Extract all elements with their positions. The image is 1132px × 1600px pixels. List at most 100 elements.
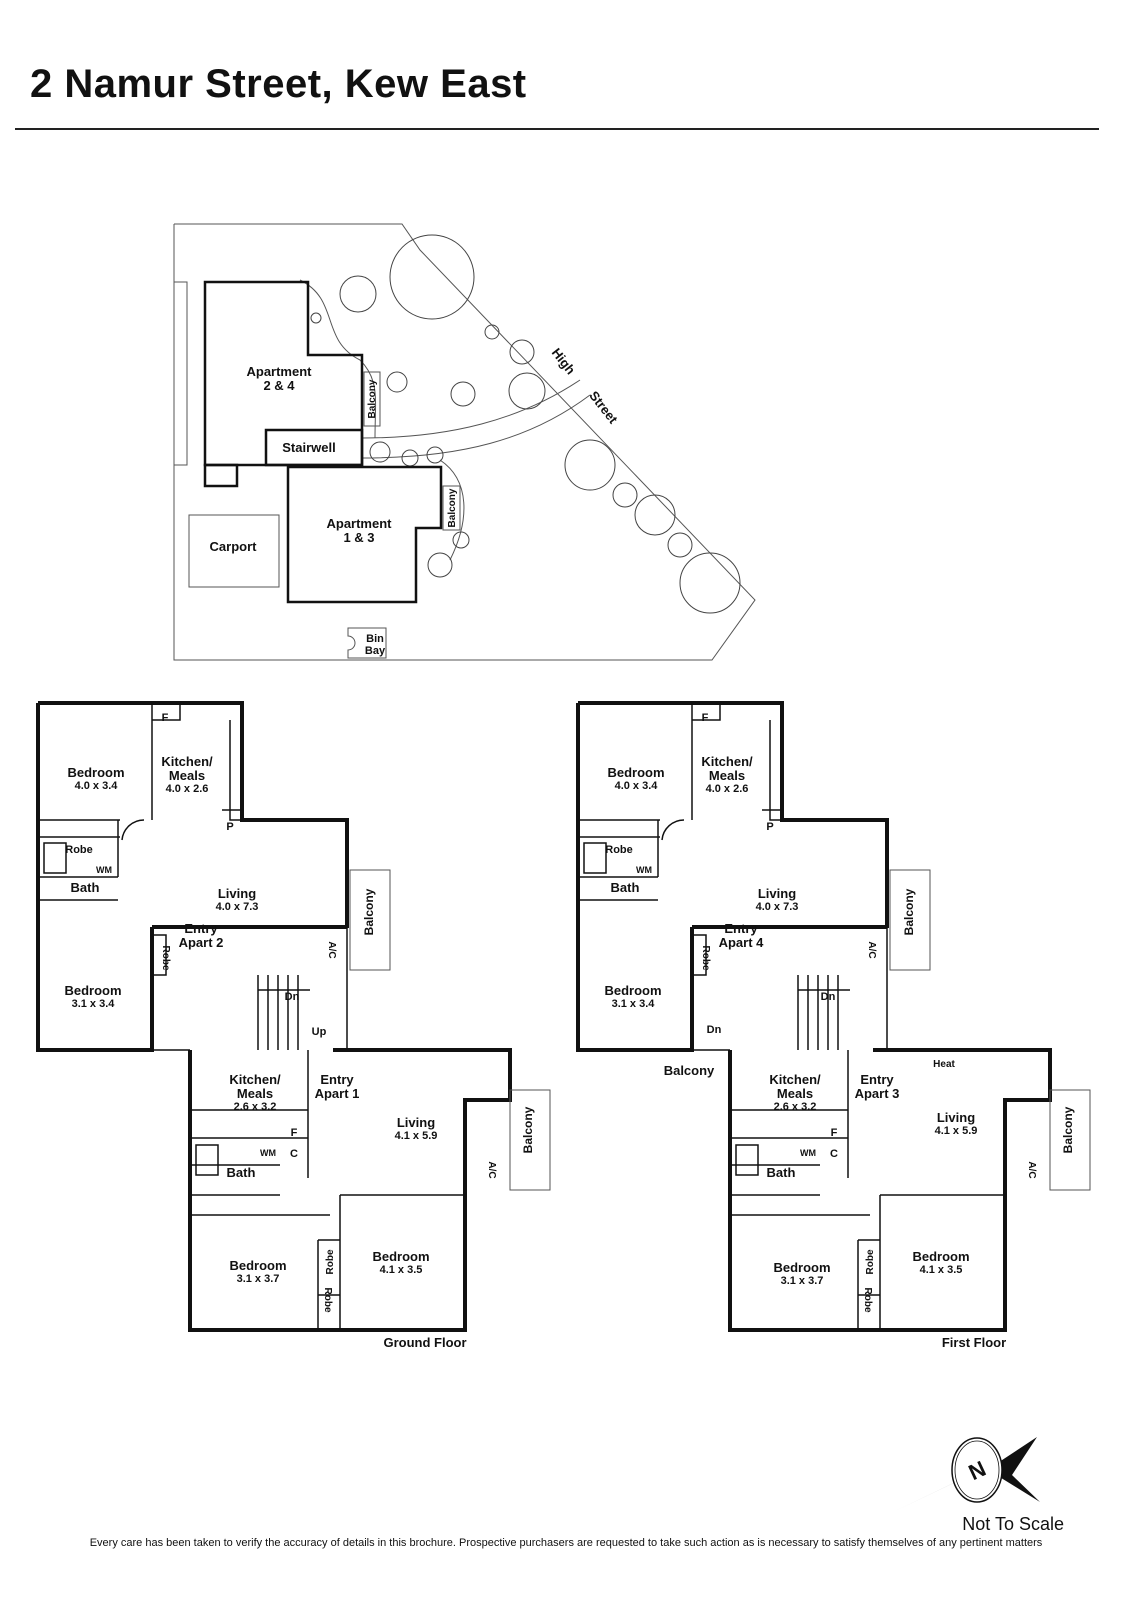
pantry-label: P xyxy=(766,821,773,833)
living-size: 4.1 x 5.9 xyxy=(395,1130,438,1142)
tree-icon xyxy=(509,339,535,365)
stairs-up-label: Up xyxy=(312,1026,327,1038)
ground-floor-label: Ground Floor xyxy=(383,1335,466,1350)
ac-label: A/C xyxy=(1026,1161,1037,1178)
bin-bay-outline xyxy=(347,627,387,659)
bedroom-size: 4.0 x 3.4 xyxy=(615,780,659,792)
apartment-13-outline xyxy=(286,465,443,604)
tree-icon xyxy=(401,449,419,467)
kitchen-size: 4.0 x 2.6 xyxy=(166,783,209,795)
bay-label: Bay xyxy=(365,645,386,657)
robe-label: Robe xyxy=(325,1249,336,1274)
balcony-label: Balcony xyxy=(362,888,376,935)
tree-icon xyxy=(427,552,453,578)
stairs-dn-label: Dn xyxy=(821,991,836,1003)
bath-label: Bath xyxy=(227,1165,256,1180)
living-size: 4.0 x 7.3 xyxy=(756,901,799,913)
site-buildings xyxy=(203,280,443,604)
disclaimer: Every care has been taken to verify the … xyxy=(89,1537,1043,1549)
apartment-13-number: 1 & 3 xyxy=(343,530,374,545)
entry-label: Apart 3 xyxy=(855,1086,900,1101)
living-label: Living xyxy=(218,886,256,901)
fridge-label: F xyxy=(162,712,169,724)
driveway xyxy=(361,379,591,459)
kitchen-label: Meals xyxy=(237,1086,273,1101)
cupboard-label: C xyxy=(290,1148,298,1160)
bin-label: Bin xyxy=(366,633,384,645)
north-compass-icon: N xyxy=(893,1437,1040,1512)
kitchen-label: Meals xyxy=(169,768,205,783)
tree-icon xyxy=(450,381,476,407)
tree-icon xyxy=(369,441,391,463)
stairs-dn-label: Dn xyxy=(707,1024,722,1036)
bedroom-label: Bedroom xyxy=(912,1249,969,1264)
tree-icon xyxy=(634,494,676,536)
bedroom-label: Bedroom xyxy=(604,983,661,998)
apartment-24-number: 2 & 4 xyxy=(263,378,295,393)
balcony-label: Balcony xyxy=(521,1106,535,1153)
bedroom-size: 3.1 x 3.7 xyxy=(781,1275,824,1287)
balcony-24-outline xyxy=(363,371,381,427)
bedroom-size: 4.1 x 3.5 xyxy=(920,1264,963,1276)
bedroom-label: Bedroom xyxy=(229,1258,286,1273)
first-floor-labels: Bedroom 4.0 x 3.4 Kitchen/ Meals 4.0 x 2… xyxy=(604,712,1075,1350)
first-floor-plan xyxy=(576,701,1092,1332)
kitchen-label: Meals xyxy=(709,768,745,783)
tree-icon xyxy=(310,312,322,324)
apartment-24-label: Apartment xyxy=(246,364,312,379)
page-title: 2 Namur Street, Kew East xyxy=(30,62,527,106)
tree-icon xyxy=(612,482,638,508)
bedroom-label: Bedroom xyxy=(64,983,121,998)
carport-outline xyxy=(188,514,280,588)
tree-icon xyxy=(426,446,444,464)
bedroom-size: 4.1 x 3.5 xyxy=(380,1264,423,1276)
tree-icon xyxy=(564,439,616,491)
kitchen-label: Kitchen/ xyxy=(229,1072,281,1087)
ac-label: A/C xyxy=(486,1161,497,1178)
stairwell-label: Stairwell xyxy=(282,440,335,455)
site-balcony-label: Balcony xyxy=(447,488,458,527)
heat-label: Heat xyxy=(933,1059,955,1070)
bath-label: Bath xyxy=(767,1165,796,1180)
tree-icon xyxy=(389,234,475,320)
stairs-dn-label: Dn xyxy=(285,991,300,1003)
kitchen-label: Kitchen/ xyxy=(161,754,213,769)
site-boundary xyxy=(173,223,756,661)
fridge-label: F xyxy=(831,1127,838,1139)
living-size: 4.0 x 7.3 xyxy=(216,901,259,913)
entry-label: Apart 1 xyxy=(315,1086,360,1101)
bedroom-size: 4.0 x 3.4 xyxy=(75,780,119,792)
store-outline xyxy=(203,463,239,488)
kitchen-label: Kitchen/ xyxy=(701,754,753,769)
robe-label: Robe xyxy=(865,1249,876,1274)
entry-label: Entry xyxy=(860,1072,894,1087)
entry-label: Entry xyxy=(724,921,758,936)
wm-label: WM xyxy=(800,1148,816,1158)
first-floor-label: First Floor xyxy=(942,1335,1006,1350)
robe-label: Robe xyxy=(322,1288,333,1313)
carport-label: Carport xyxy=(210,539,258,554)
tree-icon xyxy=(452,531,470,549)
kitchen-label: Meals xyxy=(777,1086,813,1101)
tree-icon xyxy=(508,372,546,410)
ground-floor-labels: Bedroom 4.0 x 3.4 Kitchen/ Meals 4.0 x 2… xyxy=(64,712,535,1350)
kitchen-label: Kitchen/ xyxy=(769,1072,821,1087)
tree-icon xyxy=(386,371,408,393)
fridge-label: F xyxy=(702,712,709,724)
title-divider xyxy=(15,128,1099,130)
living-label: Living xyxy=(758,886,796,901)
entry-label: Entry xyxy=(184,921,218,936)
bedroom-label: Bedroom xyxy=(773,1260,830,1275)
site-labels: Apartment 2 & 4 Stairwell Apartment 1 & … xyxy=(210,345,622,657)
garden-path xyxy=(299,279,465,561)
tree-icon xyxy=(667,532,693,558)
bedroom-size: 3.1 x 3.4 xyxy=(612,998,656,1010)
bedroom-size: 3.1 x 3.4 xyxy=(72,998,116,1010)
balcony-label: Balcony xyxy=(1061,1106,1075,1153)
bath-label: Bath xyxy=(611,880,640,895)
apartment-13-label: Apartment xyxy=(326,516,392,531)
ac-label: A/C xyxy=(326,941,337,958)
entry-label: Entry xyxy=(320,1072,354,1087)
living-label: Living xyxy=(937,1110,975,1125)
